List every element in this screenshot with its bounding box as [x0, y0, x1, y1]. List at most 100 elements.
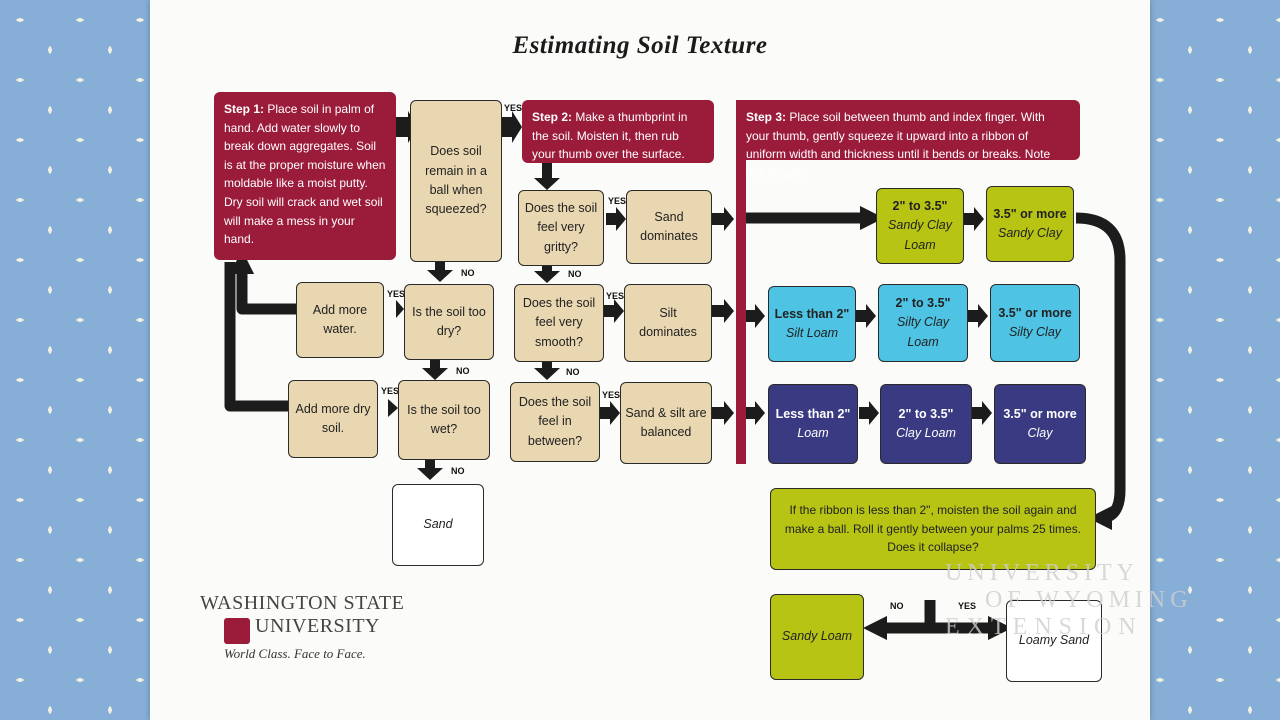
no-label: NO: [568, 269, 582, 279]
arrow-smooth-silt: [604, 299, 624, 323]
ribbon-length-label: 3.5" or more: [993, 206, 1067, 221]
step1-heading: Step 1:: [224, 102, 265, 116]
smooth-question-box: Does the soil feel very smooth?: [514, 284, 604, 362]
ribbon-length-label: Less than 2": [774, 306, 850, 321]
texture-name: Sandy Clay Loam: [888, 218, 952, 252]
gritty-question-box: Does the soil feel very gritty?: [518, 190, 604, 266]
yes-label: YES: [608, 196, 627, 206]
arrow-dry-water: [396, 300, 404, 318]
arrow-step2-gritty: [534, 163, 560, 190]
result-silty-clay-loam: 2" to 3.5" Silty Clay Loam: [878, 284, 968, 362]
page-title: Estimating Soil Texture: [512, 32, 768, 59]
step3-divider-bar: [736, 100, 746, 464]
add-water-box: Add more water.: [296, 282, 384, 358]
yes-label: YES: [504, 103, 523, 113]
step3-heading: Step 3:: [746, 110, 787, 124]
texture-name: Clay: [1027, 426, 1053, 440]
result-loam: Less than 2" Loam: [768, 384, 858, 464]
arrow-wet-sand: [417, 460, 443, 480]
arrow-r1-b: [964, 207, 984, 231]
arrow-gritty-sand: [606, 207, 626, 231]
result-sandy-clay-loam: 2" to 3.5"Sandy Clay Loam: [876, 188, 964, 264]
uw-logo-line1: UNIVERSITY: [945, 560, 1139, 586]
too-wet-question-box: Is the soil too wet?: [398, 380, 490, 460]
yes-label: YES: [958, 601, 977, 611]
step3-text: Place soil between thumb and index finge…: [746, 110, 1051, 180]
arrow-wet-dry: [388, 399, 398, 417]
uw-extension-logo: UNIVERSITY OF WYOMING EXTENSION: [945, 560, 1193, 641]
ribbon-question-box: If the ribbon is less than 2", moisten t…: [770, 488, 1096, 570]
add-water-text: Add more water.: [312, 302, 368, 336]
yes-label: YES: [387, 289, 406, 299]
wsu-seal-icon: [224, 618, 250, 644]
arrow-dry-wet: [422, 360, 448, 380]
ribbon-length-label: 2" to 3.5": [898, 406, 954, 421]
yes-arrow-loamy-sand: [924, 600, 1013, 641]
arrow-silt-step3: [712, 299, 734, 323]
arrow-r3-c: [972, 401, 992, 425]
step2-heading: Step 2:: [532, 110, 573, 124]
arrow-between-bal: [600, 401, 620, 425]
wsu-logo-line2: UNIVERSITY: [255, 615, 380, 637]
texture-name: Sandy Clay: [998, 226, 1062, 240]
no-label: NO: [456, 366, 470, 376]
texture-name: Silt Loam: [785, 326, 839, 340]
texture-name: Silty Clay Loam: [896, 315, 950, 349]
no-label: NO: [566, 367, 580, 377]
texture-name: Loam: [797, 426, 829, 440]
no-label: NO: [890, 601, 904, 611]
right-return-arrow: [1075, 212, 1126, 531]
uw-logo-line2: OF WYOMING: [985, 587, 1193, 613]
loamy-sand-text: Loamy Sand: [1018, 633, 1090, 648]
arrow-r2-c: [968, 304, 988, 328]
ball-question-text: Does soil remain in a ball when squeezed…: [425, 144, 487, 217]
sand-result-text: Sand: [423, 517, 453, 532]
smooth-question-text: Does the soil feel very smooth?: [522, 295, 596, 349]
arrow-sand-step3: [712, 207, 734, 231]
no-label: NO: [461, 268, 475, 278]
arrow-gritty-smooth: [534, 265, 560, 283]
arrow-smooth-between: [534, 362, 560, 380]
sand-result-box: Sand: [392, 484, 484, 566]
arrow-r2-b: [856, 304, 876, 328]
result-sandy-loam: Sandy Loam: [770, 594, 864, 680]
gritty-question-text: Does the soil feel very gritty?: [524, 200, 598, 254]
step1-text: Place soil in palm of hand. Add water sl…: [224, 102, 386, 247]
texture-name: Clay Loam: [896, 426, 956, 440]
ribbon-length-label: 3.5" or more: [998, 305, 1072, 320]
ribbon-length-label: 2" to 3.5": [895, 295, 951, 310]
yes-label: YES: [602, 390, 621, 400]
balanced-text: Sand & silt are balanced: [625, 405, 707, 439]
arrow-bal-step3: [712, 401, 734, 425]
sandy-loam-text: Sandy Loam: [781, 629, 853, 644]
step3-box: Step 3: Place soil between thumb and ind…: [736, 100, 1080, 180]
arrow-ball-dry: [427, 262, 453, 282]
texture-name: Silty Clay: [1008, 325, 1062, 339]
loop-arrow-water: [229, 249, 296, 315]
arrow-r2-a: [745, 304, 765, 328]
arrow-r3-a: [745, 401, 765, 425]
too-dry-question-box: Is the soil too dry?: [404, 284, 494, 360]
balanced-box: Sand & silt are balanced: [620, 382, 712, 464]
ball-question-box: Does soil remain in a ball when squeezed…: [410, 100, 502, 262]
yes-label: YES: [606, 291, 625, 301]
add-dry-soil-box: Add more dry soil.: [288, 380, 378, 458]
between-question-text: Does the soil feel in between?: [518, 394, 592, 448]
loop-arrow-dry: [224, 262, 290, 412]
result-clay-loam: 2" to 3.5" Clay Loam: [880, 384, 972, 464]
add-dry-soil-text: Add more dry soil.: [295, 401, 371, 435]
result-silt-loam: Less than 2" Silt Loam: [768, 286, 856, 362]
silt-dominates-box: Silt dominates: [624, 284, 712, 362]
silt-dominates-text: Silt dominates: [639, 305, 697, 339]
step2-box: Step 2: Make a thumbprint in the soil. M…: [522, 100, 714, 163]
wsu-logo-line1: WASHINGTON STATE: [200, 592, 405, 614]
step2-text: Make a thumbprint in the soil. Moisten i…: [532, 110, 688, 162]
sand-dominates-text: Sand dominates: [640, 209, 698, 243]
too-dry-question-text: Is the soil too dry?: [412, 304, 486, 338]
ribbon-length-label: Less than 2": [775, 406, 851, 421]
ribbon-length-label: 3.5" or more: [1003, 406, 1077, 421]
no-label: NO: [451, 466, 465, 476]
